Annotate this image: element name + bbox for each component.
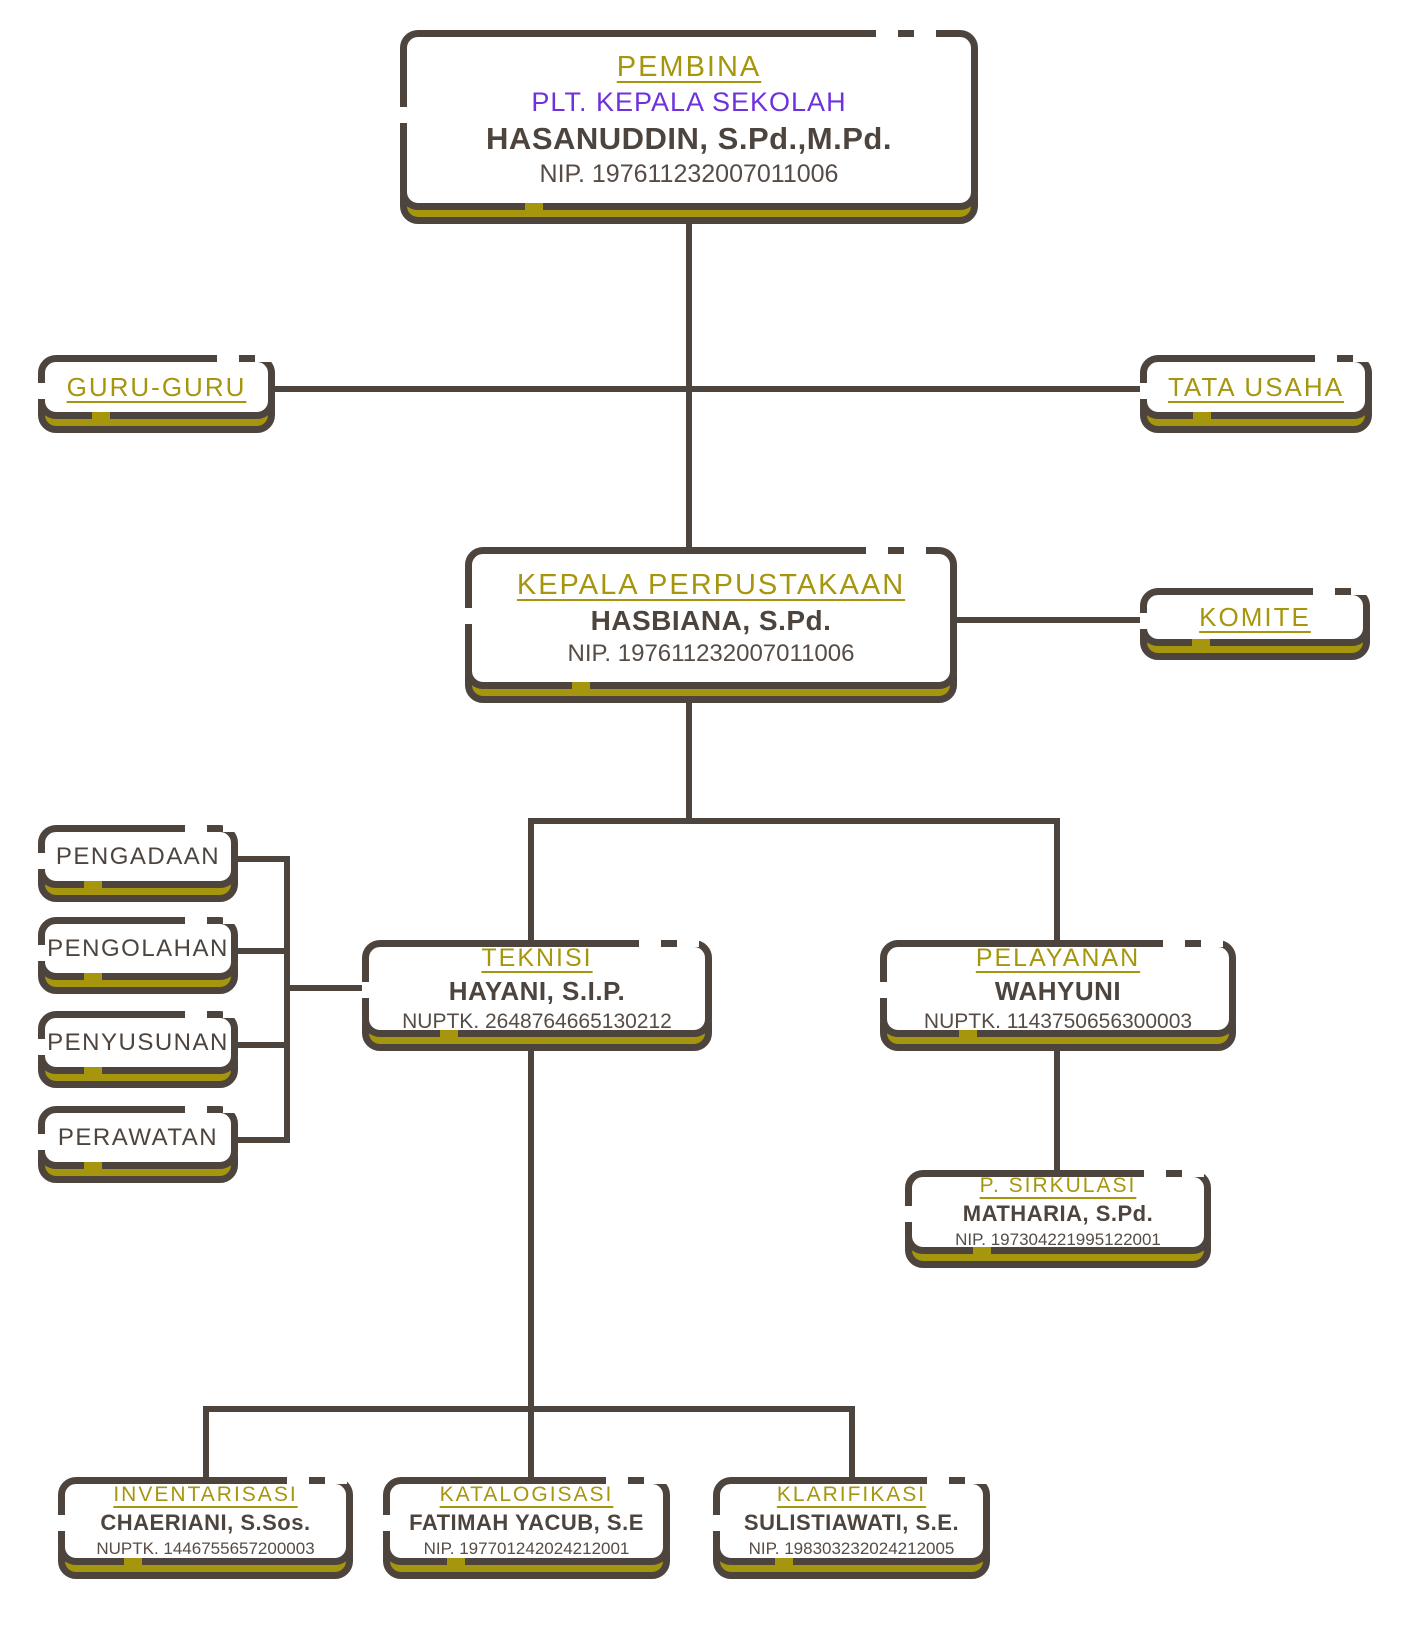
border-gap xyxy=(713,1515,720,1532)
border-gap xyxy=(905,1206,912,1223)
node-pengadaan: PENGADAAN xyxy=(38,825,238,902)
node-title: TEKNISI xyxy=(481,943,593,972)
connector-split-horizontal xyxy=(528,818,1060,824)
border-gap xyxy=(38,1038,45,1055)
connector-pembina-kepala xyxy=(686,218,692,550)
person-name: FATIMAH YACUB, S.E xyxy=(409,1510,644,1535)
node-card: PELAYANAN WAHYUNI NUPTK. 114375065630000… xyxy=(880,940,1236,1037)
border-gap xyxy=(465,607,472,624)
node-title: TATA USAHA xyxy=(1167,371,1345,402)
connector-stub-pengolahan xyxy=(236,948,290,954)
connector-drop-teknisi xyxy=(528,818,534,943)
person-name: CHAERIANI, S.Sos. xyxy=(100,1510,311,1535)
border-gap xyxy=(38,1133,45,1150)
node-title: PENYUSUNAN xyxy=(47,1028,229,1056)
node-card: PERAWATAN xyxy=(38,1106,238,1169)
node-card: PENGADAAN xyxy=(38,825,238,888)
node-card: KLARIFIKASI SULISTIAWATI, S.E. NIP. 1983… xyxy=(713,1477,990,1565)
person-name: MATHARIA, S.Pd. xyxy=(962,1201,1154,1226)
node-card: KEPALA PERPUSTAKAAN HASBIANA, S.Pd. NIP.… xyxy=(465,547,957,689)
node-title: PEMBINA xyxy=(616,51,762,83)
node-pembina: PEMBINA PLT. KEPALA SEKOLAH HASANUDDIN, … xyxy=(400,30,978,224)
person-id: NIP. 197611232007011006 xyxy=(567,639,855,667)
node-komite: KOMITE xyxy=(1140,588,1370,660)
node-card: TEKNISI HAYANI, S.I.P. NUPTK. 2648764665… xyxy=(362,940,712,1037)
node-card: KOMITE xyxy=(1140,588,1370,646)
person-id: NUPTK. 2648764665130212 xyxy=(402,1009,672,1033)
node-title: P. SIRKULASI xyxy=(979,1174,1137,1197)
node-tata-usaha: TATA USAHA xyxy=(1140,355,1372,433)
connector-drop-katalogisasi xyxy=(528,1406,534,1479)
border-gap xyxy=(58,1515,65,1532)
person-name: HAYANI, S.I.P. xyxy=(448,975,626,1006)
border-gap xyxy=(383,1515,390,1532)
connector-drop-klarifikasi xyxy=(849,1406,855,1479)
border-gap xyxy=(362,981,369,998)
person-name: HASANUDDIN, S.Pd.,M.Pd. xyxy=(486,121,892,156)
connector-bracket-teknisi xyxy=(284,985,364,991)
node-guru-guru: GURU-GURU xyxy=(38,355,275,433)
connector-drop-inventarisasi xyxy=(203,1406,209,1479)
connector-guru-tatausaha xyxy=(273,386,1142,392)
node-title: INVENTARISASI xyxy=(113,1483,298,1506)
border-gap xyxy=(38,383,45,399)
node-katalogisasi: KATALOGISASI FATIMAH YACUB, S.E NIP. 197… xyxy=(383,1477,670,1579)
node-kepala-perpustakaan: KEPALA PERPUSTAKAAN HASBIANA, S.Pd. NIP.… xyxy=(465,547,957,703)
person-id: NUPTK. 1446755657200003 xyxy=(96,1539,315,1558)
node-pelayanan: PELAYANAN WAHYUNI NUPTK. 114375065630000… xyxy=(880,940,1236,1051)
border-gap xyxy=(400,106,407,123)
connector-drop-pelayanan xyxy=(1054,818,1060,943)
node-title: KOMITE xyxy=(1199,601,1311,632)
node-card: TATA USAHA xyxy=(1140,355,1372,419)
node-teknisi: TEKNISI HAYANI, S.I.P. NUPTK. 2648764665… xyxy=(362,940,712,1051)
connector-left-bracket xyxy=(284,856,290,1143)
person-id: NIP. 198303232024212005 xyxy=(748,1539,955,1558)
person-name: HASBIANA, S.Pd. xyxy=(590,604,832,636)
node-card: PENYUSUNAN xyxy=(38,1011,238,1074)
node-title: KLARIFIKASI xyxy=(776,1483,927,1506)
node-card: PEMBINA PLT. KEPALA SEKOLAH HASANUDDIN, … xyxy=(400,30,978,210)
node-title: KATALOGISASI xyxy=(439,1483,614,1506)
person-id: NIP. 197611232007011006 xyxy=(539,160,839,188)
node-title: KEPALA PERPUSTAKAAN xyxy=(516,568,906,601)
node-pengolahan: PENGOLAHAN xyxy=(38,917,238,994)
node-card: GURU-GURU xyxy=(38,355,275,419)
connector-kepala-komite xyxy=(955,617,1142,623)
node-title: PENGOLAHAN xyxy=(47,934,229,962)
border-gap xyxy=(880,981,887,998)
connector-stub-penyusunan xyxy=(236,1042,290,1048)
node-card: PENGOLAHAN xyxy=(38,917,238,980)
border-gap xyxy=(1140,613,1147,630)
node-penyusunan: PENYUSUNAN xyxy=(38,1011,238,1088)
node-inventarisasi: INVENTARISASI CHAERIANI, S.Sos. NUPTK. 1… xyxy=(58,1477,353,1579)
connector-kepala-split xyxy=(686,688,692,824)
connector-stub-pengadaan xyxy=(236,856,290,862)
border-gap xyxy=(38,944,45,961)
node-card: P. SIRKULASI MATHARIA, S.Pd. NIP. 197304… xyxy=(905,1170,1211,1254)
person-id: NIP. 197701242024212001 xyxy=(423,1539,630,1558)
connector-teknisi-bottom xyxy=(528,1037,534,1412)
node-card: KATALOGISASI FATIMAH YACUB, S.E NIP. 197… xyxy=(383,1477,670,1565)
border-gap xyxy=(1140,383,1147,399)
node-title: PENGADAAN xyxy=(55,842,221,870)
connector-stub-perawatan xyxy=(236,1137,290,1143)
node-perawatan: PERAWATAN xyxy=(38,1106,238,1183)
person-name: SULISTIAWATI, S.E. xyxy=(743,1510,960,1535)
node-klarifikasi: KLARIFIKASI SULISTIAWATI, S.E. NIP. 1983… xyxy=(713,1477,990,1579)
node-p-sirkulasi: P. SIRKULASI MATHARIA, S.Pd. NIP. 197304… xyxy=(905,1170,1211,1268)
node-title: GURU-GURU xyxy=(66,371,247,402)
node-title: PELAYANAN xyxy=(975,943,1141,972)
person-id: NUPTK. 1143750656300003 xyxy=(923,1009,1193,1033)
node-title: PERAWATAN xyxy=(57,1123,219,1151)
person-id: NIP. 197304221995122001 xyxy=(955,1230,1161,1249)
person-name: WAHYUNI xyxy=(994,975,1122,1006)
node-subtitle: PLT. KEPALA SEKOLAH xyxy=(531,87,847,117)
border-gap xyxy=(38,852,45,869)
node-card: INVENTARISASI CHAERIANI, S.Sos. NUPTK. 1… xyxy=(58,1477,353,1565)
connector-pelayanan-sirkulasi xyxy=(1054,1037,1060,1172)
